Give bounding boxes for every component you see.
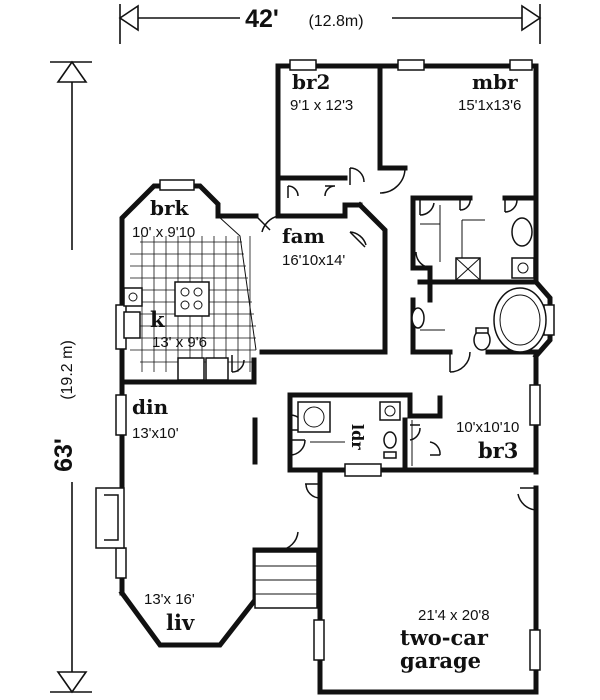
room-fam: fam 16'10x14' (282, 224, 345, 269)
room-size-br2: 9'1 x 12'3 (290, 97, 353, 114)
room-name-garage-line2: garage (400, 648, 481, 673)
room-din: din 13'x10' (132, 395, 179, 442)
room-liv: 13'x 16' liv (144, 591, 195, 635)
room-mbr: mbr 15'1x13'6 (458, 70, 521, 114)
kitchen-tile-floor (123, 215, 257, 381)
room-size-brk: 10' x 9'10 (132, 224, 195, 241)
closets (310, 205, 485, 466)
room-size-liv: 13'x 16' (144, 591, 195, 608)
room-name-k: k (150, 307, 165, 332)
room-k: k 13' x 9'6 (150, 307, 207, 351)
room-size-din: 13'x10' (132, 425, 179, 442)
depth-feet-label: 63' (50, 438, 78, 472)
room-name-mbr: mbr (472, 70, 518, 94)
width-meters-label: (12.8m) (308, 13, 363, 30)
room-brk: brk 10' x 9'10 (132, 196, 195, 241)
depth-dimension: 63' (19.2 m) (50, 60, 92, 694)
room-size-fam: 16'10x14' (282, 252, 345, 269)
room-br3: 10'x10'10 br3 (456, 419, 519, 463)
room-name-garage-line1: two-car (400, 625, 489, 650)
room-name-br3: br3 (478, 438, 518, 463)
room-name-fam: fam (282, 224, 325, 248)
room-name-liv: liv (166, 610, 195, 635)
room-size-br3: 10'x10'10 (456, 419, 519, 436)
front-steps (254, 551, 318, 609)
room-name-brk: brk (150, 196, 190, 220)
room-garage: 21'4 x 20'8 two-car garage (400, 607, 490, 673)
depth-meters-label: (19.2 m) (59, 340, 76, 400)
doors (231, 167, 537, 551)
fireplace (95, 487, 125, 549)
room-size-k: 13' x 9'6 (152, 334, 207, 351)
room-size-garage: 21'4 x 20'8 (418, 607, 490, 624)
room-ldr: ldr (348, 424, 367, 450)
room-name-br2: br2 (292, 70, 330, 94)
room-name-din: din (132, 395, 169, 419)
room-name-ldr: ldr (348, 424, 367, 450)
windows (115, 59, 555, 671)
bath-fixtures (297, 217, 547, 459)
width-dimension: 42' (12.8m) (118, 4, 542, 44)
room-br2: br2 9'1 x 12'3 (290, 70, 353, 114)
room-size-mbr: 15'1x13'6 (458, 97, 521, 114)
width-feet-label: 42' (245, 5, 279, 33)
